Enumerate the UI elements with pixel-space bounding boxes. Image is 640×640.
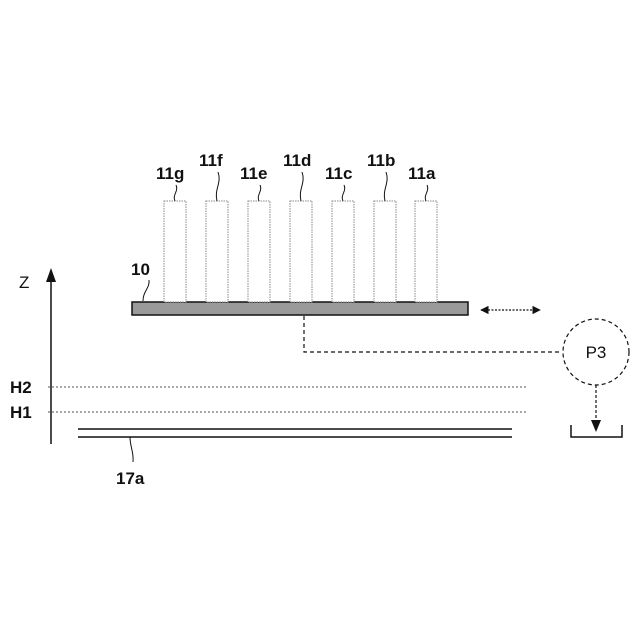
pipe-label-11c: 11c [325,164,352,183]
pipe-leader-11c [342,185,345,201]
pipe-leaders [174,172,428,201]
h1-label: H1 [10,403,32,422]
z-axis-arrowhead [46,268,56,282]
pipe-leader-11a [425,185,428,201]
base-leader [130,437,133,462]
pipe-label-11b: 11b [367,151,395,170]
pipe-label-11f: 11f [199,151,223,170]
pipe-11b [374,201,396,302]
pump-label: P3 [586,343,607,362]
pipe-label-11a: 11a [408,164,436,183]
plate [132,302,468,315]
plate-leader [143,280,149,301]
pipe-11c [332,201,354,302]
pipe-11d [290,201,312,302]
base-label: 17a [116,469,145,488]
plate-label: 10 [131,260,150,279]
pipe-11e [248,201,270,302]
pump-connection [304,316,562,352]
pipe-leader-11e [258,185,261,201]
pipe-leader-11d [300,172,303,201]
pipe-11g [164,201,186,302]
z-axis-label: Z [19,273,29,292]
h2-label: H2 [10,378,32,397]
pipe-leader-11g [174,185,177,201]
pipe-11a [415,201,437,302]
pipe-label-11e: 11e [240,164,267,183]
pipe-label-11d: 11d [283,151,311,170]
pipe-label-11g: 11g [156,164,184,183]
pipe-11f [206,201,228,302]
pipe-leader-11b [384,172,387,201]
pipe-leader-11f [216,172,219,201]
drain-arrowhead [591,420,601,432]
pipe-group [164,201,437,302]
